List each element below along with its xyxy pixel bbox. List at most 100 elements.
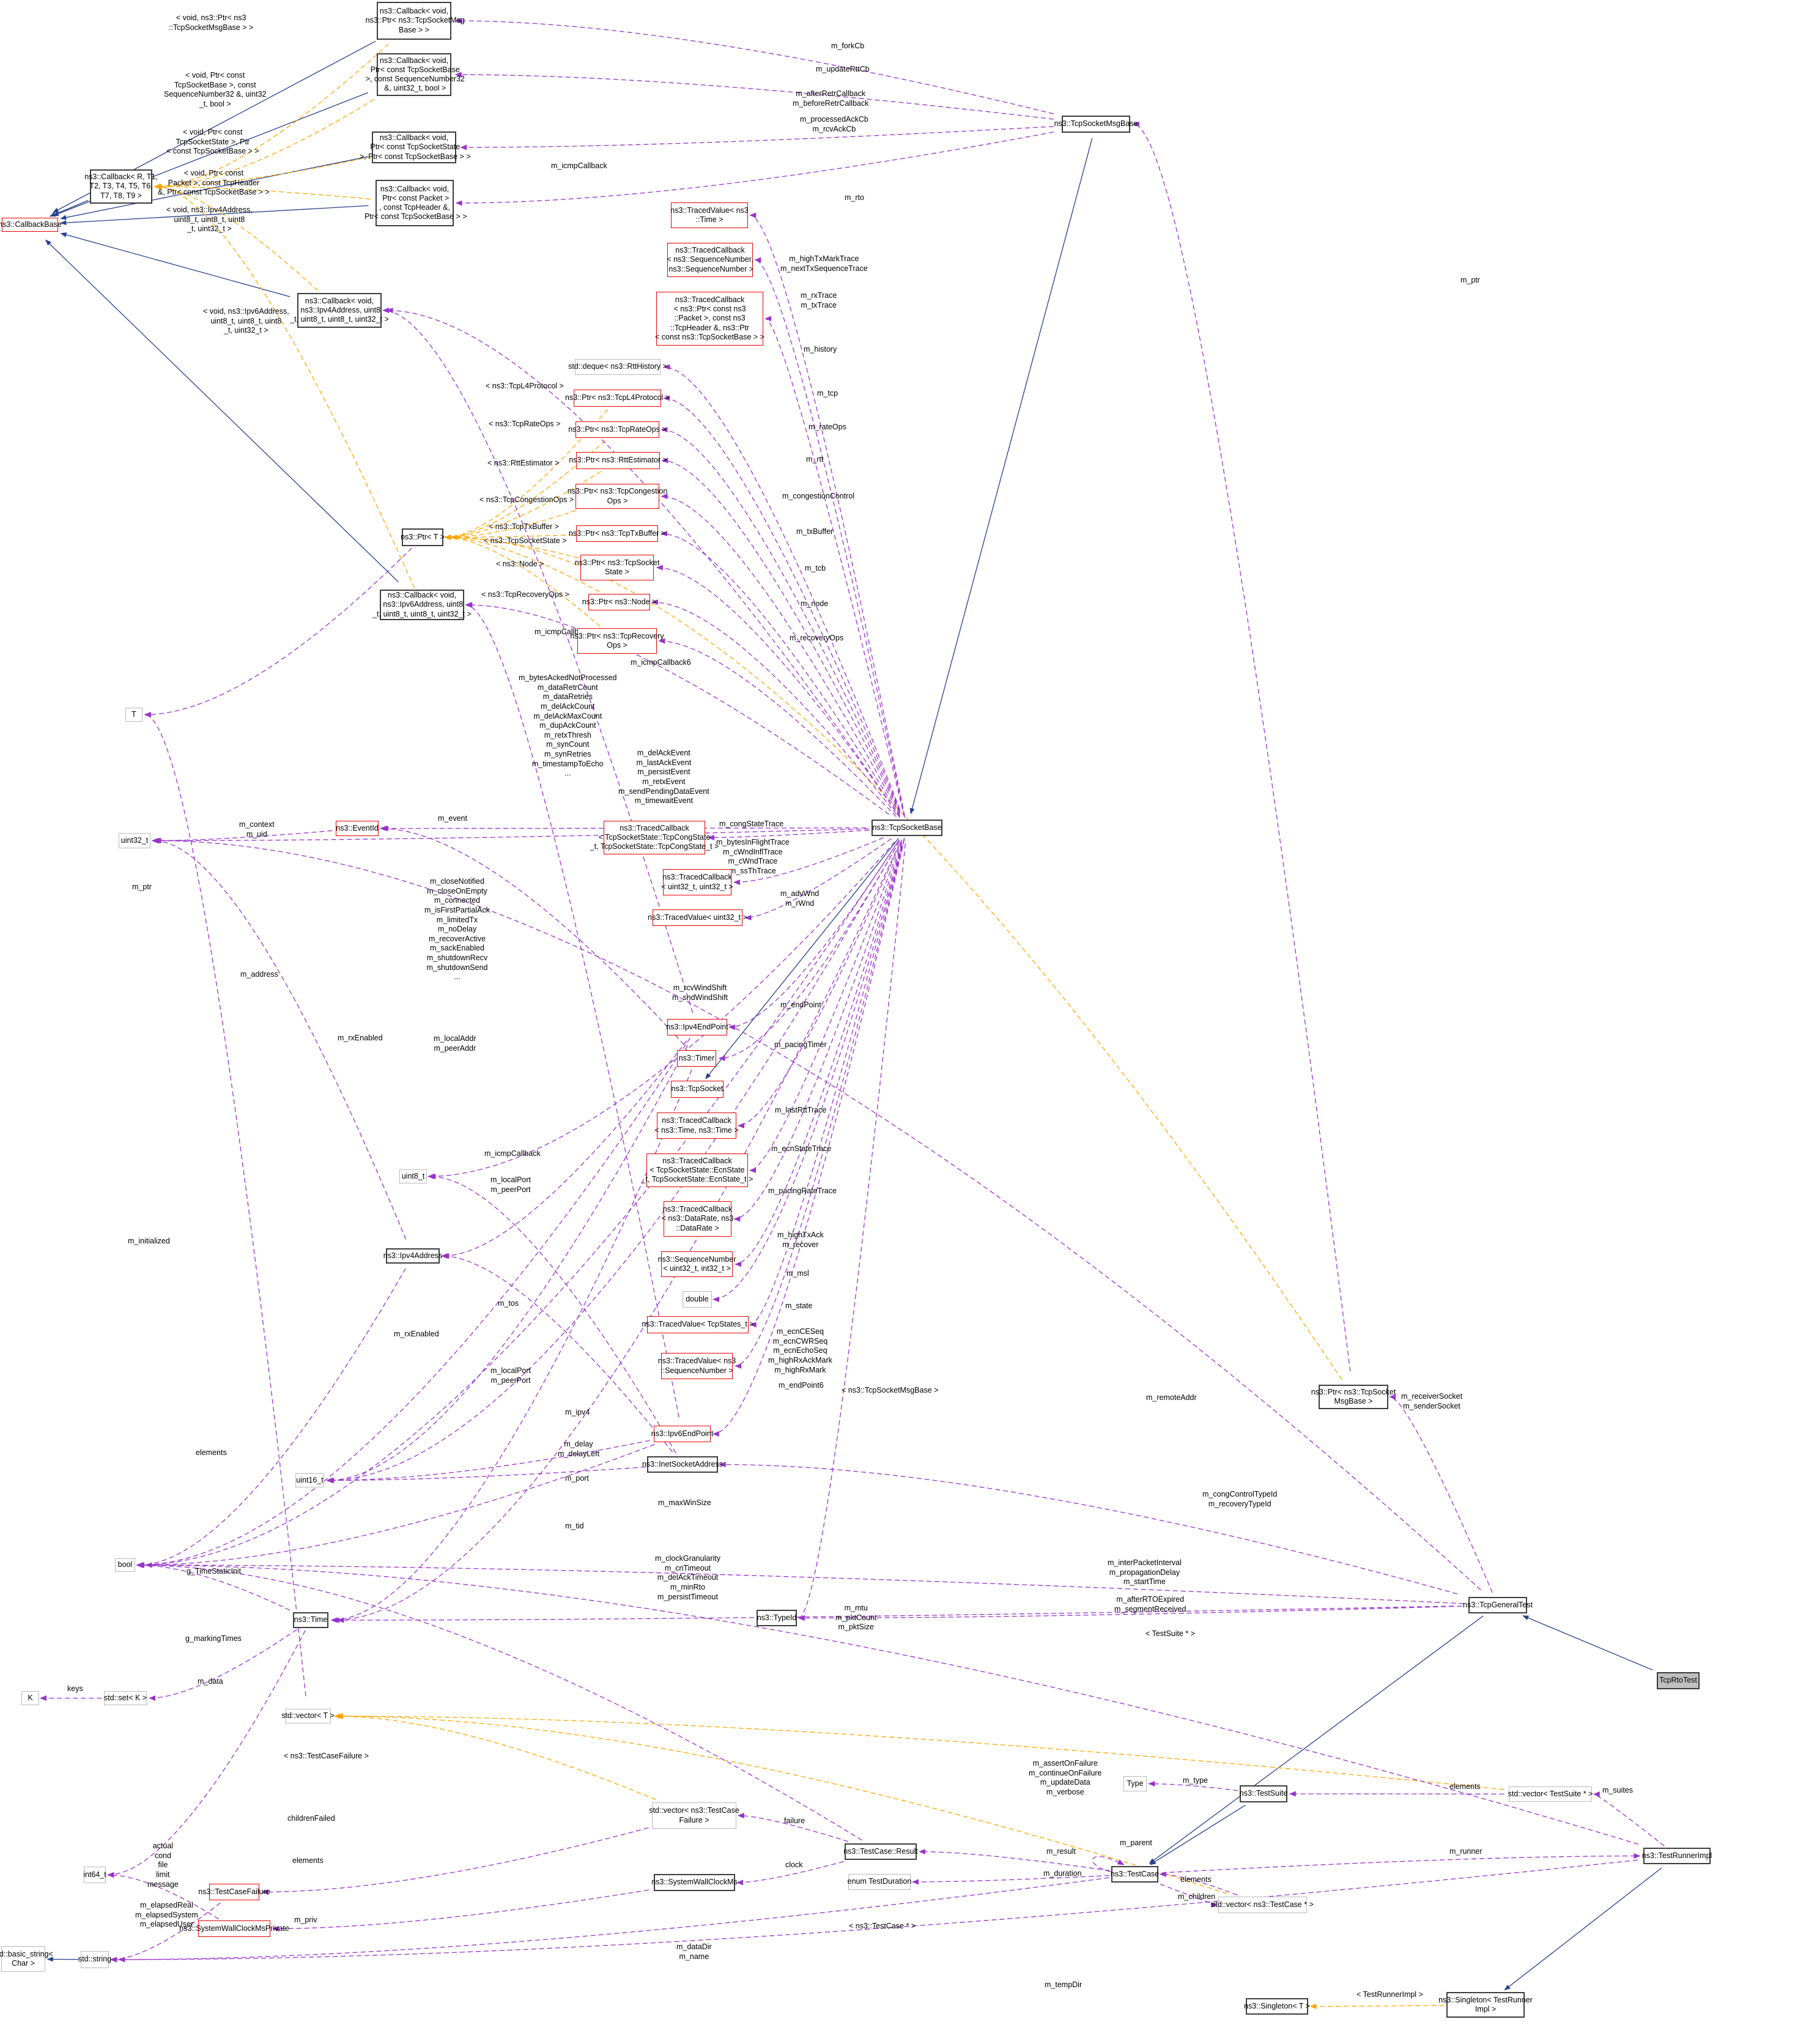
class-node-setK[interactable]: std::set< K > — [104, 1691, 147, 1705]
class-node-K[interactable]: K — [21, 1691, 39, 1705]
edge-label: m_afterRTOExpired m_segmentReceived — [1114, 1595, 1186, 1613]
class-node-tcU32[interactable]: ns3::TracedCallback < uint32_t, uint32_t… — [661, 869, 733, 895]
class-node-tcpSocketBase[interactable]: ns3::TcpSocketBase — [872, 820, 942, 836]
class-node-ipv6EndPoint[interactable]: ns3::Ipv6EndPoint — [651, 1426, 713, 1442]
class-node-eventId[interactable]: ns3::EventId — [336, 821, 379, 836]
class-node-ptrRateOps[interactable]: ns3::Ptr< ns3::TcpRateOps > — [568, 421, 667, 438]
class-node-uint32[interactable]: uint32_t — [119, 833, 150, 848]
class-node-testCase[interactable]: ns3::TestCase — [1111, 1866, 1159, 1883]
edge-label: < void, ns3::Ipv6Address, uint8_t, uint8… — [203, 307, 289, 335]
class-node-sysClock[interactable]: ns3::SystemWallClockMs — [651, 1874, 738, 1891]
class-node-tcf[interactable]: ns3::TestCaseFailure — [198, 1884, 270, 1900]
edge-label: g_TimeStaticInit — [187, 1567, 242, 1576]
edge-ipv4EndPoint-ipv4Address — [442, 1040, 687, 1259]
class-node-tcpSocket[interactable]: ns3::TcpSocket — [671, 1081, 724, 1098]
class-node-timer[interactable]: ns3::Timer — [677, 1050, 716, 1067]
class-node-tcpGeneralTest[interactable]: ns3::TcpGeneralTest — [1463, 1597, 1533, 1613]
class-node-vecTestCase[interactable]: std::vector< ns3::TestCase * > — [1212, 1897, 1314, 1913]
edge-label: m_delAckEvent m_lastAckEvent m_persistEv… — [618, 749, 709, 805]
class-node-ptrTxBuf[interactable]: ns3::Ptr< ns3::TcpTxBuffer > — [569, 525, 665, 542]
class-node-ipv4EndPoint[interactable]: ns3::Ipv4EndPoint — [666, 1019, 728, 1035]
edge-label: m_localPort m_peerPort — [490, 1176, 531, 1194]
class-node-seqNum[interactable]: ns3::SequenceNumber < uint32_t, int32_t … — [658, 1251, 736, 1277]
edge-inetSockAddr-ipv4Address — [440, 1253, 673, 1453]
class-node-vecT[interactable]: std::vector< T > — [281, 1709, 335, 1724]
class-node-tvU32[interactable]: ns3::TracedValue< uint32_t > — [648, 909, 747, 926]
edge-label: m_maxWinSize — [658, 1498, 711, 1507]
class-node-tvTime[interactable]: ns3::TracedValue< ns3 ::Time > — [670, 202, 749, 228]
class-node-inetSockAddr[interactable]: ns3::InetSocketAddress — [642, 1456, 723, 1473]
edge-testCase-vecTestCase — [1160, 1883, 1218, 1908]
class-node-tvSeq[interactable]: ns3::TracedValue< ns3 ::SequenceNumber > — [658, 1353, 736, 1379]
edge-cbSockState-cbRT1 — [154, 156, 371, 190]
class-node-cbTcpMsg[interactable]: ns3::Callback< void, ns3::Ptr< ns3::TcpS… — [366, 2, 465, 40]
class-node-bool[interactable]: bool — [115, 1558, 135, 1572]
class-node-int64[interactable]: int64_t — [83, 1867, 106, 1883]
edge-ipv6EndPoint-uint16 — [326, 1440, 650, 1483]
class-node-cbIpv4[interactable]: ns3::Callback< void, ns3::Ipv4Address, u… — [290, 293, 389, 328]
edge-vecTestCase-vecT — [336, 1713, 1227, 1894]
class-node-ptrT[interactable]: ns3::Ptr< T > — [401, 528, 445, 546]
class-node-cbSockState[interactable]: ns3::Callback< void, Ptr< const TcpSocke… — [360, 131, 471, 163]
class-node-singletonT[interactable]: ns3::Singleton< T > — [1244, 1998, 1310, 2015]
edge-ipv4EndPoint-cbIpv4 — [382, 308, 694, 1013]
class-node-ptrCongOps[interactable]: ns3::Ptr< ns3::TcpCongestion Ops > — [568, 484, 667, 509]
class-node-ptrTcpMsg[interactable]: ns3::Ptr< ns3::TcpSocket MsgBase > — [1311, 1385, 1396, 1409]
class-node-vecTCF[interactable]: std::vector< ns3::TestCase Failure > — [649, 1802, 739, 1829]
class-node-singletonTRI[interactable]: ns3::Singleton< TestRunner Impl > — [1438, 1992, 1533, 2018]
class-node-stdString[interactable]: std::string — [78, 1951, 111, 1968]
class-node-cbPacket[interactable]: ns3::Callback< void, Ptr< const Packet >… — [365, 180, 467, 226]
class-node-typeId[interactable]: ns3::TypeId — [757, 1610, 797, 1626]
class-node-testRunnerImpl[interactable]: ns3::TestRunnerImpl — [1642, 1848, 1712, 1864]
edge-label: m_rxTrace m_txTrace — [801, 291, 837, 309]
class-node-type[interactable]: Type — [1123, 1776, 1147, 1791]
class-node-tcDataRate[interactable]: ns3::TracedCallback < ns3::DataRate, ns3… — [662, 1201, 733, 1237]
edge-label: m_icmpCallback — [551, 161, 607, 170]
class-node-cbSeqNum[interactable]: ns3::Callback< void, Ptr< const TcpSocke… — [366, 53, 465, 96]
class-node-ptrRttEst[interactable]: ns3::Ptr< ns3::RttEstimator > — [569, 452, 667, 469]
edge-tcpSocketBase-tvSeq — [735, 838, 905, 1369]
edge-tcpSocketBase-ptrRateOps — [661, 427, 900, 812]
class-node-tcpSocketMsgBase[interactable]: ns3::TcpSocketMsgBase — [1054, 116, 1138, 133]
class-node-duration[interactable]: enum TestDuration — [848, 1874, 911, 1890]
class-node-callbackBase[interactable]: ns3::CallbackBase — [0, 218, 62, 232]
class-node-ipv4Address[interactable]: ns3::Ipv4Address — [383, 1248, 442, 1264]
class-node-vecTestSuite[interactable]: std::vector< TestSuite * > — [1508, 1787, 1593, 1802]
edge-tcpSocketBase-dequeRtt — [663, 364, 900, 810]
class-node-result[interactable]: ns3::TestCase::Result — [843, 1843, 918, 1860]
class-node-ptrTcpL4[interactable]: ns3::Ptr< ns3::TcpL4Protocol > — [565, 390, 670, 407]
class-node-T[interactable]: T — [125, 708, 142, 722]
edge-cbSockState-callbackBase — [60, 156, 368, 220]
class-node-tvStates[interactable]: ns3::TracedValue< TcpStates_t > — [642, 1316, 754, 1333]
edge-label: m_ecnStateTrace — [771, 1144, 832, 1153]
edge-cbSeqNum-cbRT1 — [154, 98, 375, 190]
class-node-tcTimeTime[interactable]: ns3::TracedCallback < ns3::Time, ns3::Ti… — [654, 1113, 739, 1139]
class-node-ptrNode[interactable]: ns3::Ptr< ns3::Node > — [582, 594, 656, 610]
edge-vecTCF-tcf — [261, 1827, 649, 1895]
class-node-tcPacket[interactable]: ns3::TracedCallback < ns3::Ptr< const ns… — [655, 292, 764, 346]
edge-label: m_context m_uid — [239, 820, 275, 839]
edge-label: < ns3::TcpCongestionOps > — [479, 495, 574, 504]
class-node-tcCong[interactable]: ns3::TracedCallback < TcpSocketState::Tc… — [590, 821, 719, 854]
class-node-cbRT1[interactable]: ns3::Callback< R, T1, T2, T3, T4, T5, T6… — [84, 169, 158, 204]
edge-tcpGeneralTest-uint32 — [154, 838, 1481, 1590]
edge-label: m_ecnCESeq m_ecnCWRSeq m_ecnEchoSeq m_hi… — [768, 1327, 832, 1374]
class-node-dequeRtt[interactable]: std::deque< ns3::RttHistory > — [568, 359, 667, 375]
class-node-time[interactable]: ns3::Time — [293, 1612, 328, 1628]
class-node-sysClockPriv[interactable]: ns3::SystemWallClockMsPrivate — [179, 1920, 289, 1937]
class-node-dbl[interactable]: double — [683, 1291, 712, 1308]
class-node-ptrSockState[interactable]: ns3::Ptr< ns3::TcpSocket State > — [575, 555, 659, 580]
class-node-tcEcn[interactable]: ns3::TracedCallback < TcpSocketState::Ec… — [642, 1153, 753, 1187]
class-node-tcSeqSeq[interactable]: ns3::TracedCallback < ns3::SequenceNumbe… — [667, 243, 753, 277]
edge-vecT-T — [144, 712, 306, 1697]
edge-label: m_duration — [1043, 1869, 1082, 1878]
edge-tcpSocketBase-typeId — [798, 843, 906, 1621]
class-node-ptrRecovery[interactable]: ns3::Ptr< ns3::TcpRecovery Ops > — [570, 628, 664, 654]
edge-label: < ns3::Node > — [496, 560, 544, 568]
class-node-basicString[interactable]: std::basic_string< Char > — [0, 1946, 53, 1972]
class-node-cbIpv6[interactable]: ns3::Callback< void, ns3::Ipv6Address, u… — [372, 590, 472, 620]
class-node-uint8[interactable]: uint8_t — [399, 1169, 427, 1183]
class-node-testSuite[interactable]: ns3::TestSuite — [1240, 1785, 1287, 1802]
class-node-uint16[interactable]: uint16_t — [295, 1473, 324, 1487]
edge-label: m_icmpCallback — [535, 628, 591, 636]
